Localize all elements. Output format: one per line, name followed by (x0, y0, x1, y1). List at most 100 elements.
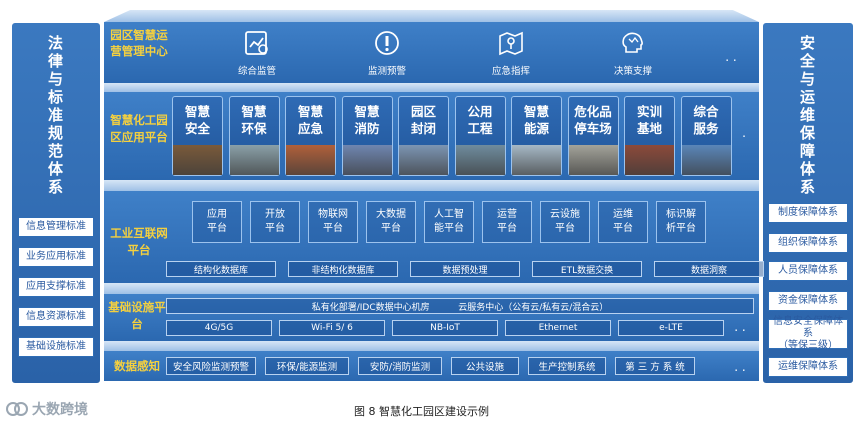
sensing-item: 生产控制系统 (528, 357, 606, 375)
monitor-item-label: 综合监管 (237, 66, 276, 77)
app-card-photo (455, 145, 505, 175)
iiot-platform-label: 工业互联网平台 (110, 226, 168, 257)
app-more: . (742, 126, 746, 140)
monitor-item: 决策支撑 (598, 28, 668, 78)
iiot-platform-box: 人工智能平台 (424, 201, 474, 243)
app-card: 智慧安全 (172, 96, 223, 176)
app-card-label-line2: 安全 (184, 121, 210, 136)
app-card: 智慧能源 (511, 96, 562, 176)
left-standards-column: 法律与标准规范体系 信息管理标准 业务应用标准 应用支撑标准 信息资源标准 基础… (12, 23, 100, 383)
app-card-label-line2: 消防 (354, 121, 380, 136)
watermark-text: 大数跨境 (32, 402, 88, 418)
monitor-item: 监测预警 (352, 28, 422, 78)
iiot-box-line1: 物联网 (318, 209, 348, 220)
network-item: e-LTE (618, 320, 724, 336)
monitor-item-label: 决策支撑 (613, 66, 652, 77)
iiot-box-line2: 平台 (207, 223, 227, 234)
infra-more: . . (734, 320, 746, 334)
app-card-label-line2: 应急 (297, 121, 323, 136)
iiot-box-line1: 应用 (207, 209, 227, 220)
iiot-box-line2: 平台 (265, 223, 285, 234)
app-card-label: 危化品停车场 (569, 103, 618, 137)
monitor-chart-icon (245, 31, 268, 55)
data-service-item: ETL数据交换 (532, 261, 642, 277)
sensing-item: 安全风险监测预警 (166, 357, 256, 375)
iiot-box-line2: 平台 (323, 223, 343, 234)
iiot-box-line1: 大数据 (376, 209, 406, 220)
app-card: 园区封闭 (398, 96, 449, 176)
app-card-label: 智慧消防 (343, 103, 392, 137)
app-card-label: 公用工程 (456, 103, 505, 137)
slab-1 (104, 83, 759, 92)
app-card-photo (399, 145, 448, 175)
app-card-label-line2: 服务 (693, 121, 719, 136)
data-service-item: 数据预处理 (410, 261, 520, 277)
app-card-label: 智慧能源 (512, 103, 561, 137)
network-item: NB-IoT (392, 320, 498, 336)
data-service-item: 非结构化数据库 (288, 261, 398, 277)
assurance-item: 运维保障体系 (768, 357, 848, 377)
app-card-label-line1: 公用 (467, 104, 493, 119)
ops-center-label: 园区智慧运营管理中心 (110, 28, 168, 58)
iiot-platform-box: 运维平台 (598, 201, 648, 243)
sensing-layer: 数据感知 安全风险监测预警环保/能源监测安防/消防监测公共设施生产控制系统第 三… (104, 351, 759, 381)
iiot-box-line2: 平台 (555, 223, 575, 234)
app-card-label: 实训基地 (625, 103, 674, 137)
standard-item: 基础设施标准 (18, 337, 94, 357)
iiot-platform-layer: 工业互联网平台 应用平台开放平台物联网平台大数据平台人工智能平台运营平台云设施平… (104, 191, 764, 283)
monitor-item-label: 监测预警 (367, 66, 406, 77)
iiot-box-line1: 标识解 (666, 209, 696, 220)
infra-layer: 基础设施平台 私有化部署/IDC数据中心机房 云服务中心（公有云/私有云/混合云… (104, 294, 759, 341)
slab-top (104, 10, 759, 22)
app-card-label-line2: 能源 (523, 121, 549, 136)
sensing-item: 第 三 方 系 统 (615, 357, 695, 375)
app-card-label-line1: 智慧 (354, 104, 380, 119)
app-card: 智慧环保 (228, 96, 280, 176)
monitor-item-label: 应急指挥 (491, 66, 530, 77)
monitor-more: . . (725, 50, 737, 64)
sensing-item: 公共设施 (451, 357, 519, 375)
app-card: 综合服务 (680, 96, 732, 176)
app-card-photo (625, 145, 674, 175)
iiot-box-line2: 平台 (497, 223, 517, 234)
iiot-box-line1: 人工智 (434, 209, 464, 220)
standard-item: 信息资源标准 (18, 307, 94, 327)
assurance-item: 信息安全保障体系 （等保三级） (768, 316, 848, 351)
assurance-item: 制度保障体系 (768, 203, 848, 223)
network-item: Wi-Fi 5/ 6 (279, 320, 385, 336)
monitor-item: 综合监管 (222, 28, 292, 78)
app-card: 智慧消防 (341, 96, 393, 176)
ops-center-layer: 园区智慧运营管理中心 综合监管 监测预警 应急指挥 决策支撑 (104, 22, 759, 83)
sensing-item: 环保/能源监测 (265, 357, 349, 375)
app-card-photo (342, 145, 392, 175)
slab-4 (104, 341, 759, 351)
sensing-item: 安防/消防监测 (358, 357, 442, 375)
sensing-more: . . (734, 360, 746, 374)
iiot-box-line2: 平台 (613, 223, 633, 234)
app-card-label-line1: 园区 (410, 104, 436, 119)
app-card-photo (229, 145, 279, 175)
app-card-label-line1: 智慧 (297, 104, 323, 119)
right-security-column: 安全与运维保障体系 制度保障体系 组织保障体系 人员保障体系 资金保障体系 信息… (763, 23, 853, 383)
network-item: Ethernet (505, 320, 611, 336)
monitor-item: 应急指挥 (476, 28, 546, 78)
app-card-label-line2: 基地 (636, 121, 662, 136)
app-card-label: 综合服务 (682, 103, 731, 137)
sensing-label: 数据感知 (114, 359, 160, 373)
app-card-label-line1: 综合 (693, 104, 719, 119)
assurance-item: 组织保障体系 (768, 233, 848, 253)
iiot-platform-box: 应用平台 (192, 201, 242, 243)
alert-icon (375, 31, 399, 55)
standard-item: 应用支撑标准 (18, 277, 94, 297)
app-card: 公用工程 (454, 96, 506, 176)
watermark-logo: 大数跨境 (6, 397, 116, 421)
assurance-item: 人员保障体系 (768, 261, 848, 281)
map-pin-icon (499, 31, 523, 56)
app-card-label-line1: 实训 (636, 104, 662, 119)
app-card-label-line2: 环保 (241, 121, 267, 136)
app-card: 危化品停车场 (567, 96, 619, 176)
data-service-item: 数据洞察 (654, 261, 764, 277)
iiot-box-line1: 运营 (497, 209, 517, 220)
standard-item: 信息管理标准 (18, 217, 94, 237)
app-platform-layer: 智慧化工园区应用平台 智慧安全智慧环保智慧应急智慧消防园区封闭公用工程智慧能源危… (104, 92, 759, 180)
